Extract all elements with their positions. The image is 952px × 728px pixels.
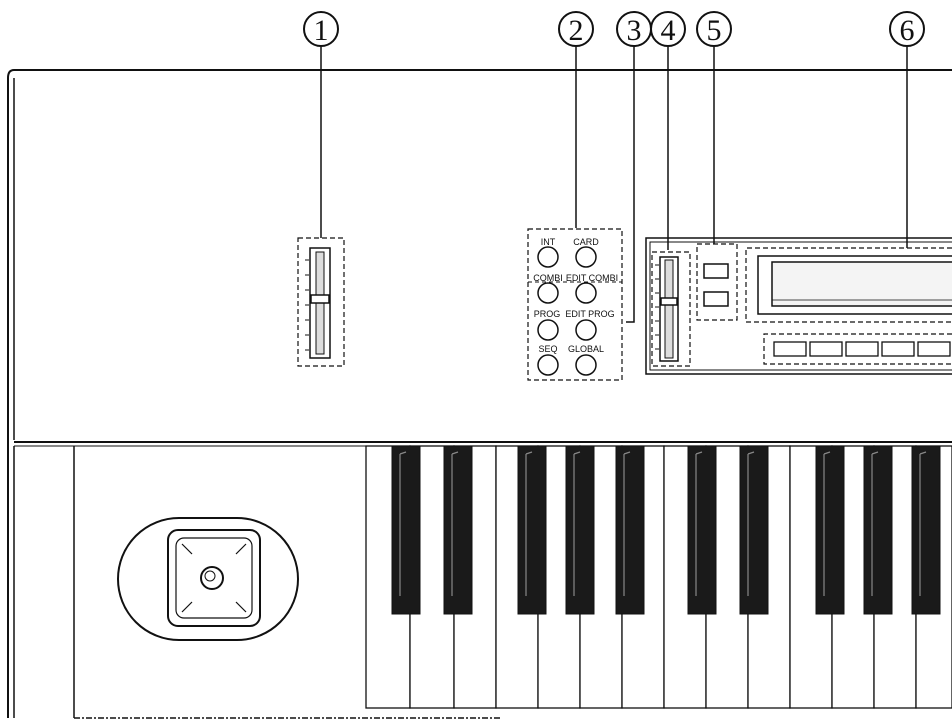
svg-text:PROG: PROG	[534, 309, 561, 319]
black-key[interactable]	[443, 445, 473, 615]
svg-text:COMBI: COMBI	[533, 273, 563, 283]
svg-text:4: 4	[661, 14, 676, 47]
callout-5: 5	[696, 11, 732, 244]
svg-text:2: 2	[569, 14, 584, 47]
callout-4: 4	[650, 11, 686, 250]
black-key[interactable]	[863, 445, 893, 615]
function-button-5[interactable]	[917, 341, 951, 357]
black-key[interactable]	[391, 445, 421, 615]
synth-body	[7, 69, 952, 718]
svg-text:6: 6	[900, 14, 915, 47]
lcd-display	[745, 247, 952, 323]
function-button-4[interactable]	[881, 341, 915, 357]
function-button-2[interactable]	[809, 341, 843, 357]
black-key[interactable]	[565, 445, 595, 615]
mode-buttons-group	[527, 228, 623, 381]
volume-slider[interactable]	[297, 237, 345, 367]
callout-6: 6	[889, 11, 925, 248]
edit-combi-button[interactable]: EDIT COMBI	[566, 273, 618, 304]
svg-text:GLOBAL: GLOBAL	[568, 344, 604, 354]
keybed-bottom-edge	[74, 707, 952, 719]
combi-button[interactable]: COMBI	[533, 273, 563, 304]
svg-text:INT: INT	[541, 237, 556, 247]
black-key[interactable]	[615, 445, 645, 615]
function-buttons	[763, 333, 952, 365]
black-key[interactable]	[687, 445, 717, 615]
black-key[interactable]	[815, 445, 845, 615]
decrement-button[interactable]	[703, 291, 729, 307]
joystick[interactable]	[117, 517, 299, 641]
black-key[interactable]	[911, 445, 941, 615]
function-button-3[interactable]	[845, 341, 879, 357]
svg-text:5: 5	[707, 14, 722, 47]
callout-1: 1	[303, 11, 339, 238]
black-key[interactable]	[739, 445, 769, 615]
value-slider[interactable]	[651, 251, 691, 367]
seq-button[interactable]: SEQ	[537, 344, 559, 376]
svg-text:SEQ: SEQ	[538, 344, 557, 354]
display-panel-housing	[645, 237, 952, 375]
card-button[interactable]: CARD	[573, 237, 599, 268]
increment-decrement-buttons	[696, 243, 738, 321]
int-button[interactable]: INT	[537, 237, 559, 268]
svg-text:3: 3	[627, 14, 642, 47]
svg-text:1: 1	[314, 14, 329, 47]
edit-prog-button[interactable]: EDIT PROG	[565, 309, 615, 341]
svg-text:EDIT PROG: EDIT PROG	[565, 309, 614, 319]
increment-button[interactable]	[703, 263, 729, 279]
svg-text:CARD: CARD	[573, 237, 599, 247]
keyboard[interactable]	[365, 445, 952, 709]
global-button[interactable]: GLOBAL	[568, 344, 604, 376]
black-key[interactable]	[517, 445, 547, 615]
callout-2: 2	[558, 11, 594, 228]
prog-button[interactable]: PROG	[534, 309, 561, 341]
function-button-1[interactable]	[773, 341, 807, 357]
svg-text:EDIT COMBI: EDIT COMBI	[566, 273, 618, 283]
